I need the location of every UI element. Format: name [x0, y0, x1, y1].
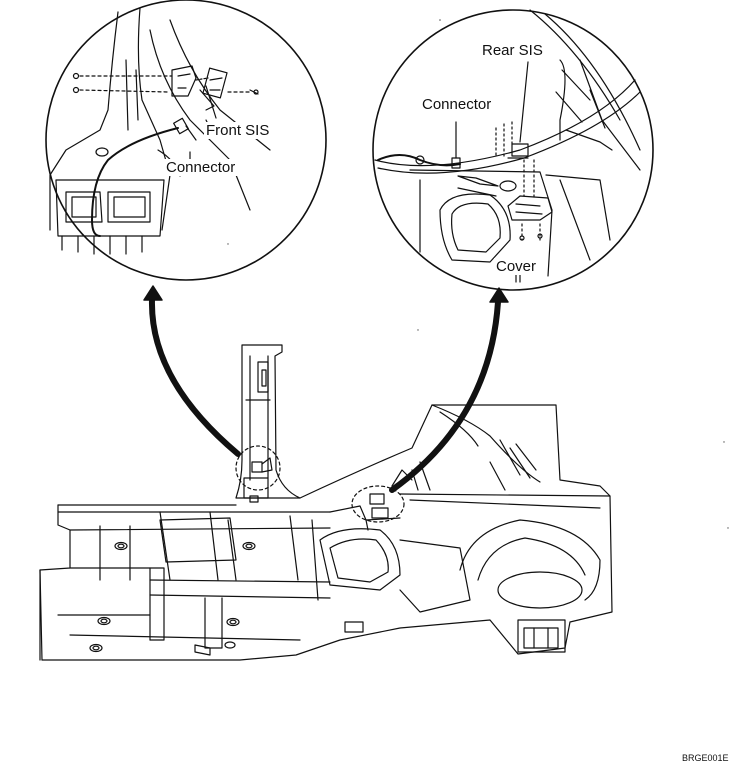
front-sis-location-marker: [235, 445, 281, 491]
rear-detail-circle: [372, 9, 654, 291]
cover-label: Cover: [494, 258, 539, 275]
rear-callout-arrow: [389, 299, 501, 493]
rear-sis-label: Rear SIS: [480, 42, 545, 59]
figure-code: BRGE001E: [682, 753, 729, 763]
front-sis-module-small: [251, 457, 273, 473]
front-callout-arrow: [148, 297, 241, 457]
front-callout-arrowhead: [143, 285, 163, 301]
scan-specks: [227, 19, 729, 529]
rear-callout-arrowhead: [489, 287, 509, 303]
vehicle-body: [39, 344, 613, 661]
rear-sis-module-small: [369, 493, 389, 519]
front-detail-circle: [45, 0, 327, 281]
callout-arrows: [143, 285, 509, 493]
rear-connector-label: Connector: [420, 96, 494, 113]
front-sis-label: Front SIS: [204, 122, 272, 139]
rear-sis-location-marker: [351, 485, 405, 523]
front-connector-label: Connector: [164, 159, 238, 176]
